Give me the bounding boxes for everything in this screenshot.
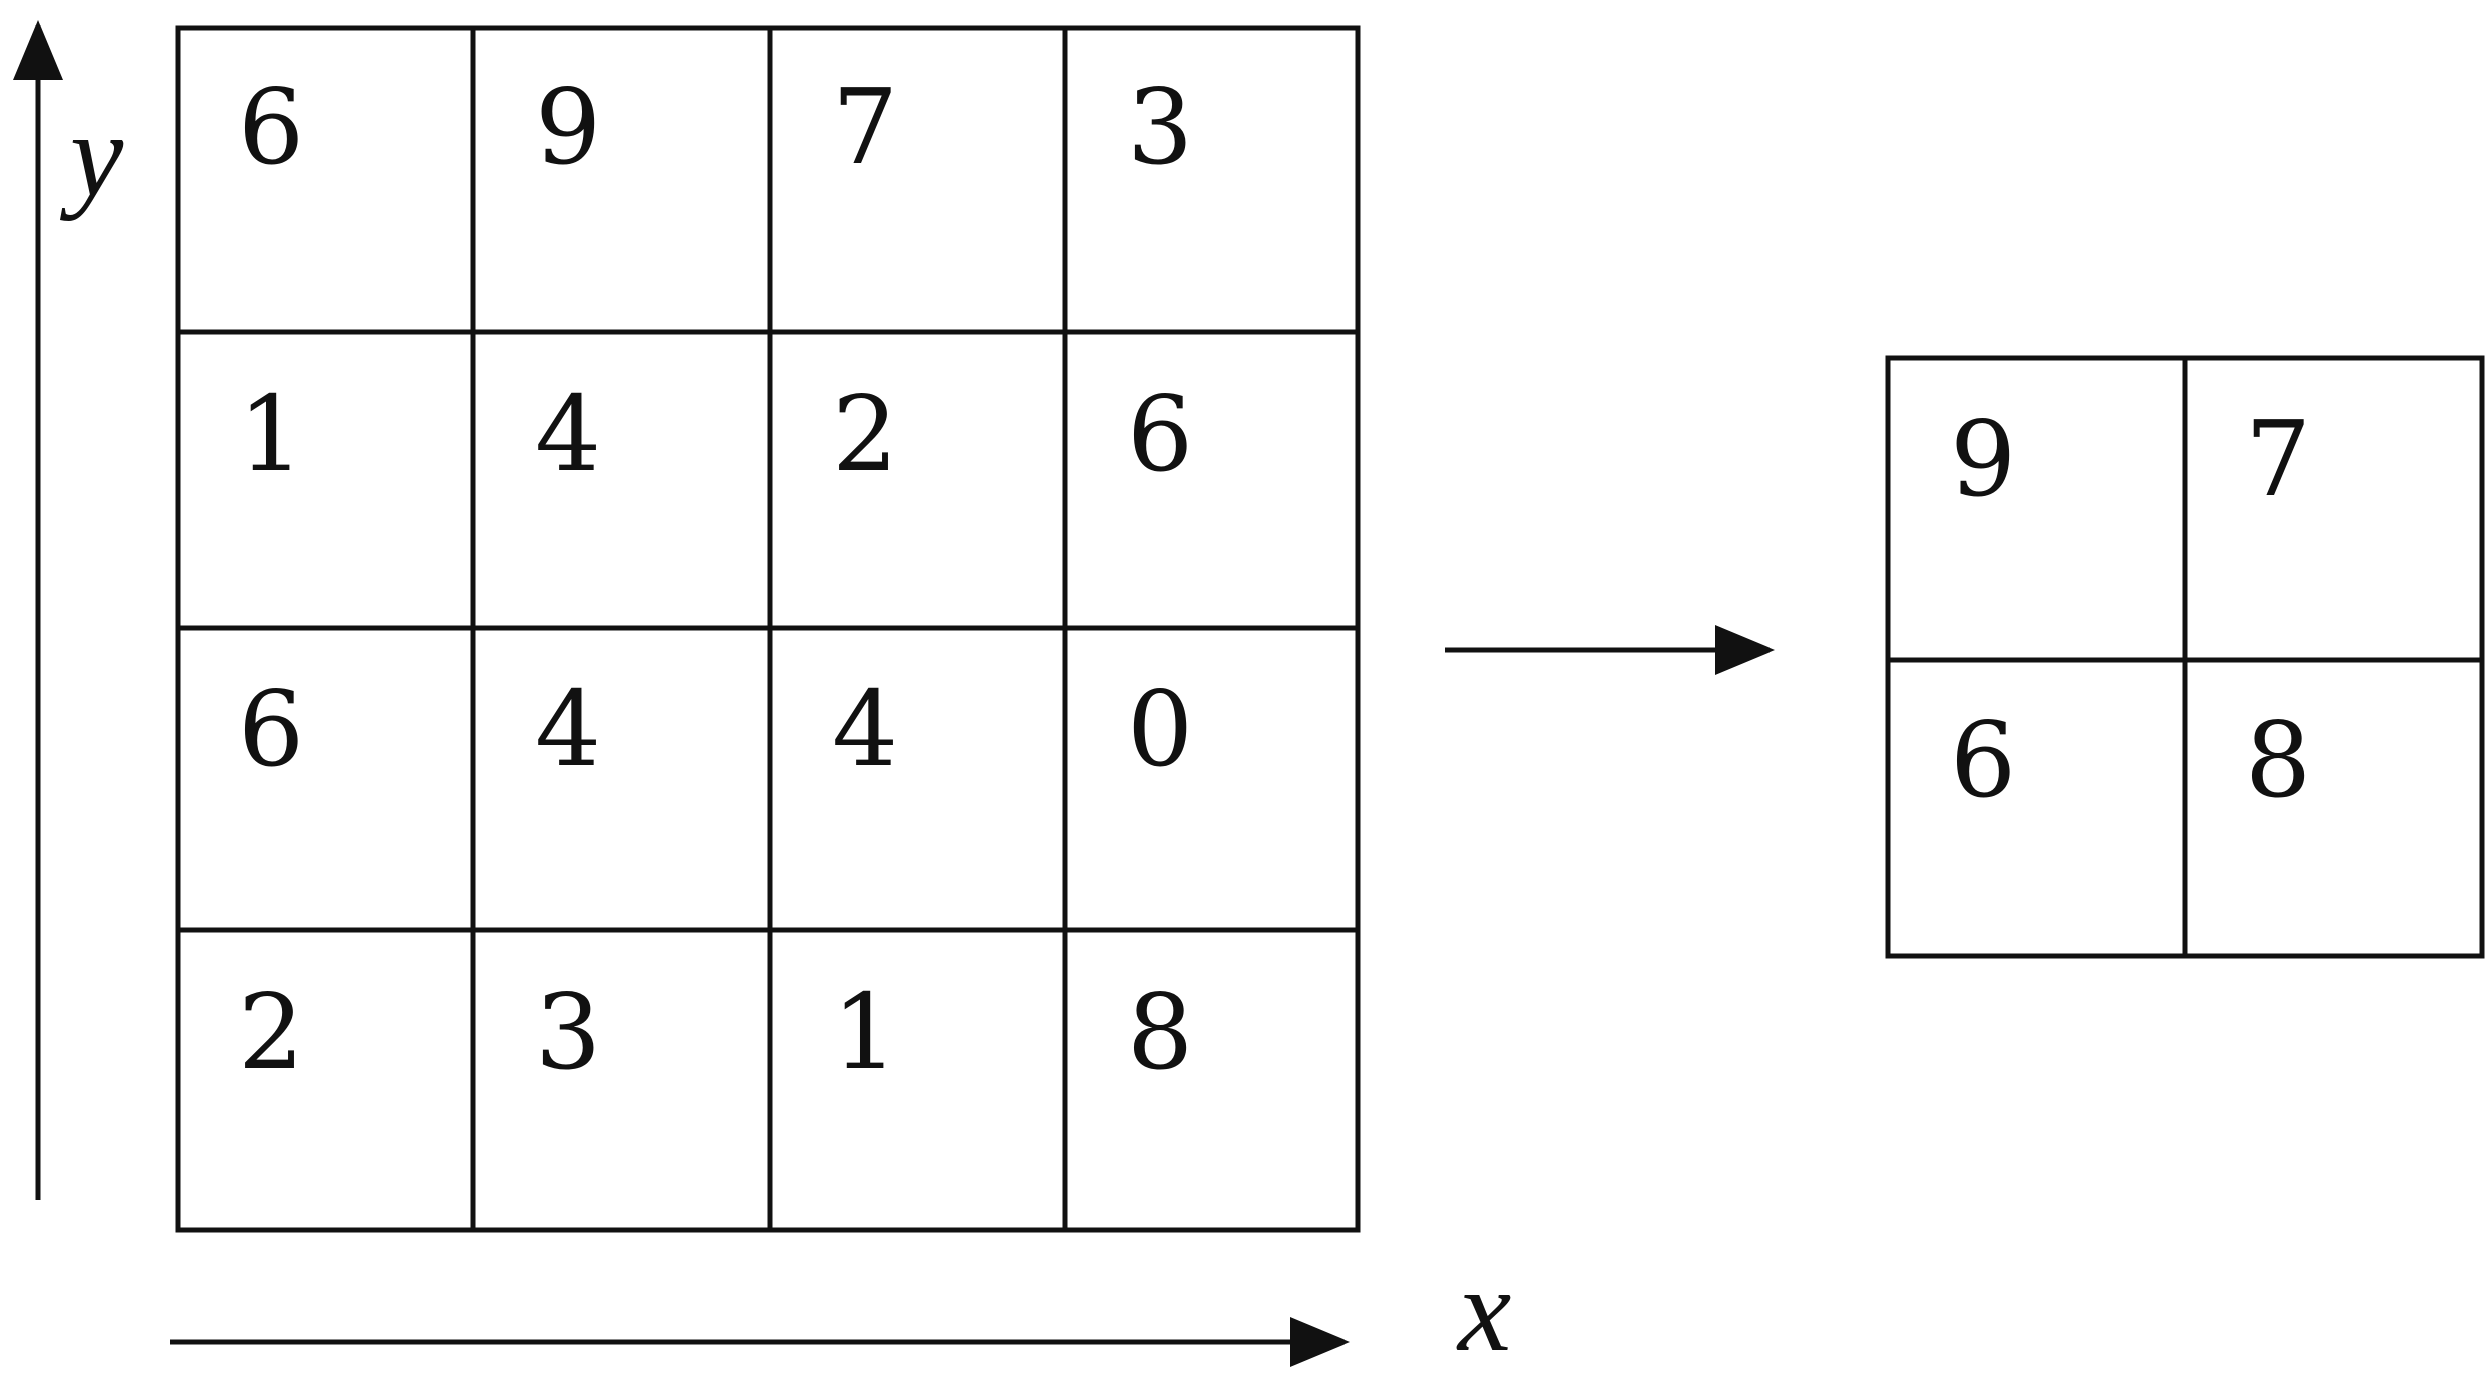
output-cell: 7 <box>2245 398 2311 520</box>
input-cell: 9 <box>535 66 601 188</box>
y-axis-label: y <box>59 88 124 221</box>
input-cell: 6 <box>238 668 304 790</box>
input-cell: 0 <box>1127 668 1193 790</box>
x-axis-label: x <box>1456 1243 1511 1376</box>
output-cell: 6 <box>1950 699 2016 821</box>
input-cell: 7 <box>832 66 898 188</box>
input-grid: 6 9 7 3 1 4 2 6 6 4 4 0 2 3 1 8 <box>175 25 1361 1233</box>
input-cell: 6 <box>1127 373 1193 495</box>
input-cell: 1 <box>832 971 898 1093</box>
output-grid-values: 9 7 6 8 <box>1950 398 2311 821</box>
input-grid-values: 6 9 7 3 1 4 2 6 6 4 4 0 2 3 1 8 <box>238 66 1193 1093</box>
input-cell: 4 <box>535 668 601 790</box>
input-cell: 2 <box>832 373 898 495</box>
input-cell: 8 <box>1127 971 1193 1093</box>
output-cell: 9 <box>1950 398 2016 520</box>
input-grid-lines <box>175 25 1361 1233</box>
input-cell: 4 <box>832 668 898 790</box>
input-cell: 2 <box>238 971 304 1093</box>
input-cell: 6 <box>238 66 304 188</box>
output-grid-lines <box>1885 355 2485 959</box>
input-cell: 1 <box>238 373 304 495</box>
output-cell: 8 <box>2245 699 2311 821</box>
output-grid: 9 7 6 8 <box>1885 355 2485 959</box>
input-cell: 4 <box>535 373 601 495</box>
input-cell: 3 <box>1127 66 1193 188</box>
input-cell: 3 <box>535 971 601 1093</box>
